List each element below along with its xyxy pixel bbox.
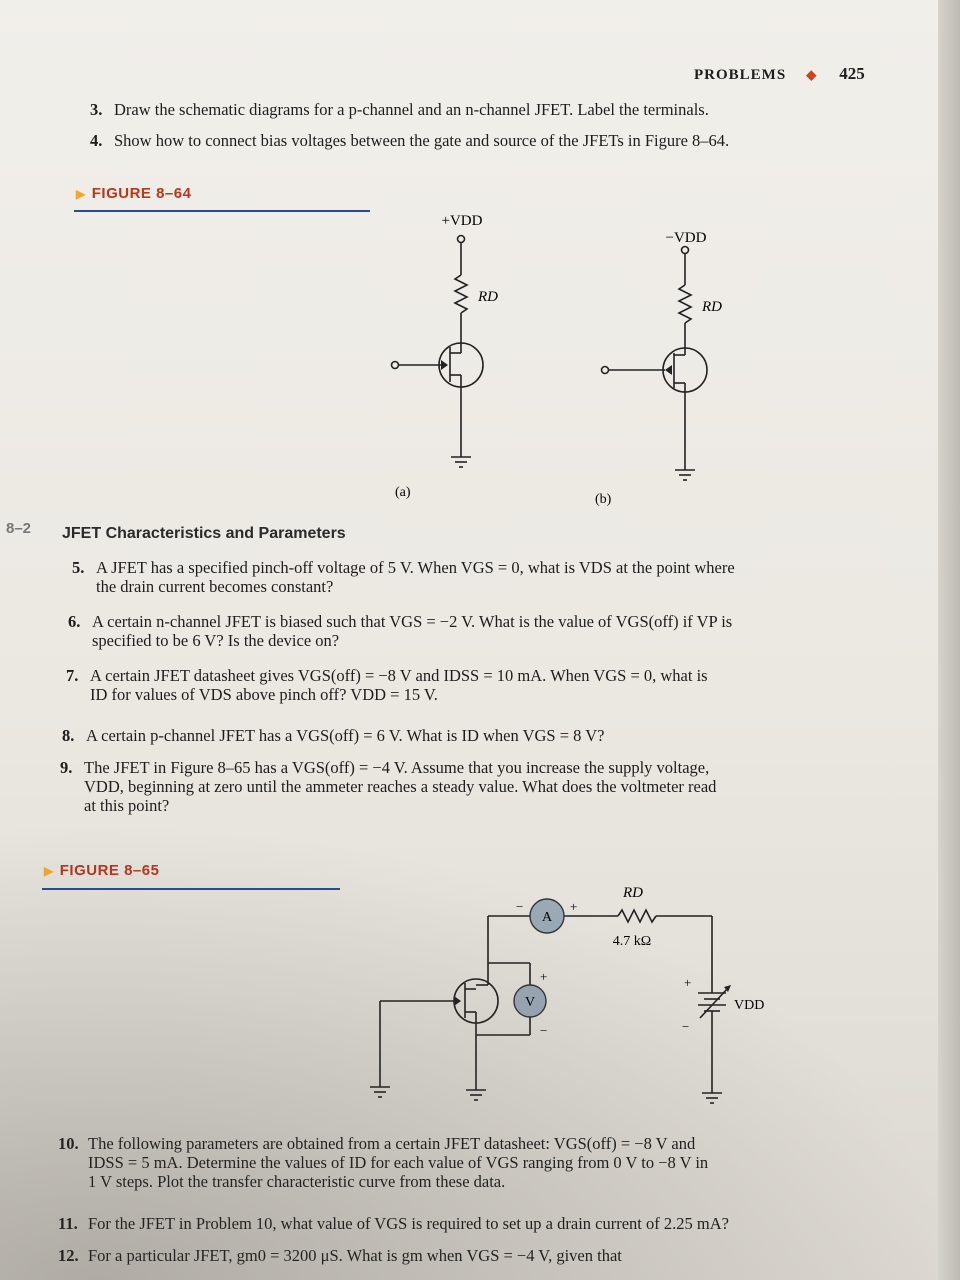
ammeter-minus: − bbox=[516, 899, 523, 914]
diamond-icon: ◆ bbox=[806, 67, 818, 82]
supply-minus: − bbox=[682, 1019, 689, 1034]
figure-65-schematic: A V − + + − + − RD 4.7 kΩ VDD bbox=[370, 885, 764, 1104]
running-header: PROBLEMS ◆ 425 bbox=[694, 64, 865, 84]
problem-4: 4.Show how to connect bias voltages betw… bbox=[90, 131, 730, 150]
figure-64b-caption: (b) bbox=[595, 492, 612, 507]
problem-9: 9.The JFET in Figure 8–65 has a VGS(off)… bbox=[60, 758, 717, 815]
figure-65-rule bbox=[42, 888, 340, 890]
section-number: 8–2 bbox=[6, 520, 32, 537]
problem-10: 10.The following parameters are obtained… bbox=[58, 1134, 709, 1191]
page-number: 425 bbox=[839, 64, 865, 83]
textbook-page bbox=[0, 0, 940, 1280]
problem-3: 3.Draw the schematic diagrams for a p-ch… bbox=[90, 100, 709, 119]
problem-5: 5.A JFET has a specified pinch-off volta… bbox=[72, 558, 735, 596]
ammeter bbox=[529, 898, 565, 934]
figure-64a-caption: (a) bbox=[395, 485, 411, 500]
figure-64b-resistor: RD bbox=[701, 299, 722, 315]
page-edge bbox=[938, 0, 960, 1280]
figure-64-schematic: +VDD RD (a) −VDD RD (b) bbox=[390, 213, 722, 507]
problem-8: 8.A certain p-channel JFET has a VGS(off… bbox=[62, 726, 605, 745]
triangle-arrow-icon: ▶ bbox=[76, 187, 86, 201]
figure-65-resistor-value: 4.7 kΩ bbox=[613, 934, 651, 949]
ammeter-label: A bbox=[542, 910, 553, 925]
variable-arrow-icon bbox=[724, 985, 731, 992]
triangle-arrow-icon: ▶ bbox=[44, 864, 54, 878]
problem-11: 11.For the JFET in Problem 10, what valu… bbox=[58, 1214, 729, 1233]
problem-6: 6.A certain n-channel JFET is biased suc… bbox=[68, 612, 733, 650]
figure-64-rule bbox=[74, 210, 370, 212]
gate-arrow-b-icon bbox=[665, 365, 672, 375]
problem-7: 7.A certain JFET datasheet gives VGS(off… bbox=[66, 666, 708, 704]
figure-65-resistor: RD bbox=[622, 885, 643, 901]
figure-65-label: ▶FIGURE 8–65 bbox=[44, 862, 160, 879]
figure-64b-supply: −VDD bbox=[666, 230, 707, 246]
voltmeter-plus: + bbox=[540, 969, 547, 984]
voltmeter-label: V bbox=[525, 995, 535, 1010]
voltmeter-minus: − bbox=[540, 1023, 547, 1038]
supply-plus: + bbox=[684, 975, 691, 990]
voltmeter bbox=[513, 984, 547, 1018]
figure-64a-supply: +VDD bbox=[442, 213, 483, 229]
figure-64a-resistor: RD bbox=[477, 289, 498, 305]
ammeter-plus: + bbox=[570, 899, 577, 914]
section-title: JFET Characteristics and Parameters bbox=[62, 525, 346, 542]
figure-65-supply: VDD bbox=[734, 998, 764, 1013]
gate-arrow-icon bbox=[454, 996, 461, 1006]
header-section: PROBLEMS bbox=[694, 67, 787, 83]
gate-arrow-a-icon bbox=[441, 360, 448, 370]
figure-64-label: ▶FIGURE 8–64 bbox=[76, 185, 192, 202]
problem-12: 12.For a particular JFET, gm0 = 3200 μS.… bbox=[58, 1246, 622, 1265]
